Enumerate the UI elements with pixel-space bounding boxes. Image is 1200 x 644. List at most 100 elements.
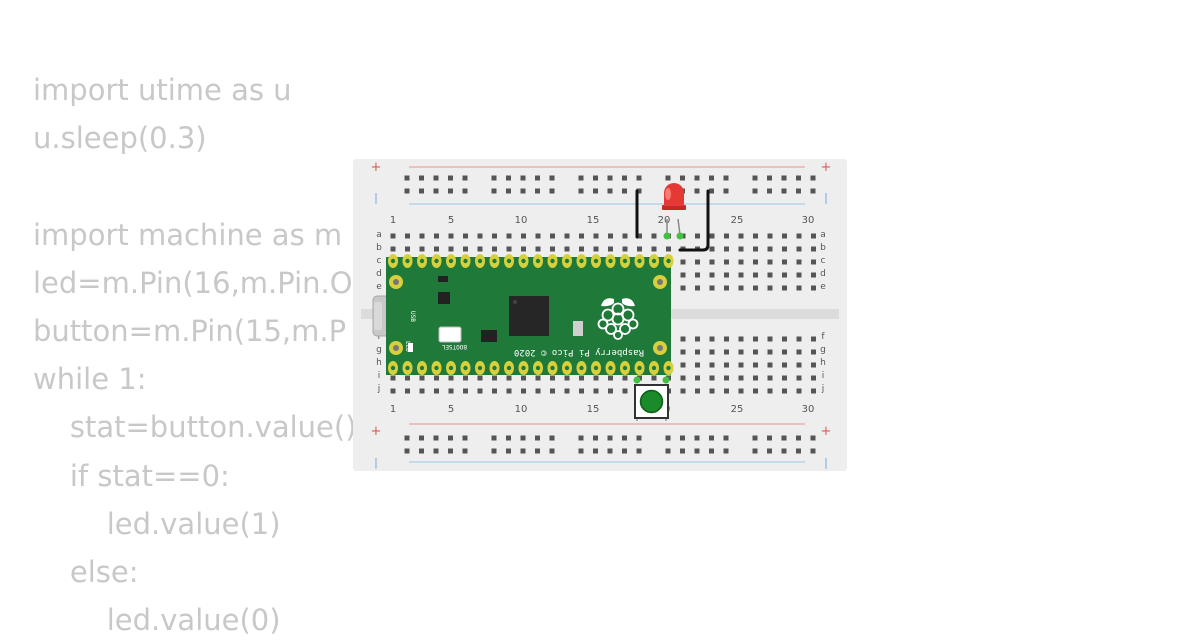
breadboard-hole[interactable] [695, 285, 700, 291]
breadboard-hole[interactable] [753, 375, 758, 381]
breadboard-hole[interactable] [593, 246, 599, 252]
breadboard-hole[interactable] [506, 448, 511, 454]
breadboard-hole[interactable] [463, 246, 468, 252]
breadboard-hole[interactable] [550, 375, 555, 381]
breadboard-hole[interactable] [796, 388, 802, 394]
breadboard-hole[interactable] [448, 175, 453, 181]
breadboard-hole[interactable] [419, 448, 424, 454]
breadboard-hole[interactable] [695, 233, 700, 239]
breadboard-hole[interactable] [782, 362, 787, 368]
breadboard-hole[interactable] [564, 388, 570, 394]
breadboard-hole[interactable] [782, 285, 787, 291]
breadboard-hole[interactable] [651, 246, 657, 252]
breadboard-hole[interactable] [782, 349, 787, 355]
breadboard-hole[interactable] [622, 388, 628, 394]
breadboard-hole[interactable] [535, 448, 540, 454]
breadboard-hole[interactable] [434, 375, 439, 381]
breadboard-hole[interactable] [680, 259, 686, 265]
breadboard-hole[interactable] [724, 388, 729, 394]
breadboard-hole[interactable] [738, 272, 744, 278]
breadboard-hole[interactable] [535, 175, 540, 181]
breadboard-hole[interactable] [448, 233, 454, 239]
breadboard-hole[interactable] [549, 435, 555, 441]
breadboard-hole[interactable] [405, 375, 410, 381]
breadboard-hole[interactable] [404, 435, 410, 441]
breadboard-hole[interactable] [593, 448, 598, 454]
breadboard-hole[interactable] [709, 349, 715, 355]
breadboard-hole[interactable] [709, 375, 715, 381]
breadboard-hole[interactable] [753, 259, 758, 265]
breadboard-hole[interactable] [810, 175, 816, 181]
breadboard-hole[interactable] [767, 233, 773, 239]
breadboard-hole[interactable] [622, 175, 627, 181]
breadboard-hole[interactable] [463, 233, 468, 239]
breadboard-hole[interactable] [680, 388, 686, 394]
breadboard-hole[interactable] [622, 246, 628, 252]
breadboard-hole[interactable] [694, 188, 700, 194]
breadboard-hole[interactable] [520, 188, 526, 194]
breadboard-hole[interactable] [651, 233, 657, 239]
breadboard-hole[interactable] [796, 448, 801, 454]
breadboard-hole[interactable] [680, 336, 686, 342]
red-led-icon[interactable] [662, 183, 686, 240]
breadboard-hole[interactable] [680, 175, 685, 181]
breadboard-hole[interactable] [521, 233, 526, 239]
breadboard-hole[interactable] [709, 362, 715, 368]
breadboard-hole[interactable] [724, 349, 729, 355]
breadboard-hole[interactable] [419, 188, 424, 194]
breadboard-hole[interactable] [767, 435, 772, 441]
breadboard-hole[interactable] [433, 188, 439, 194]
breadboard-hole[interactable] [405, 233, 410, 239]
breadboard-hole[interactable] [724, 336, 729, 342]
breadboard-hole[interactable] [636, 448, 642, 454]
breadboard-hole[interactable] [607, 435, 613, 441]
breadboard-hole[interactable] [448, 435, 453, 441]
breadboard-hole[interactable] [811, 336, 816, 342]
breadboard-hole[interactable] [723, 175, 729, 181]
breadboard-hole[interactable] [796, 435, 801, 441]
breadboard-hole[interactable] [535, 188, 540, 194]
breadboard-hole[interactable] [390, 246, 396, 252]
breadboard-hole[interactable] [506, 175, 511, 181]
breadboard-hole[interactable] [419, 435, 424, 441]
breadboard-hole[interactable] [724, 233, 729, 239]
breadboard-hole[interactable] [724, 246, 729, 252]
breadboard-hole[interactable] [405, 388, 410, 394]
breadboard-hole[interactable] [782, 246, 787, 252]
breadboard-hole[interactable] [419, 375, 425, 381]
breadboard-hole[interactable] [724, 285, 729, 291]
breadboard-hole[interactable] [796, 362, 802, 368]
breadboard-hole[interactable] [811, 362, 816, 368]
breadboard-hole[interactable] [709, 336, 715, 342]
breadboard-hole[interactable] [796, 233, 802, 239]
breadboard-hole[interactable] [738, 375, 744, 381]
breadboard-hole[interactable] [811, 375, 816, 381]
breadboard-hole[interactable] [695, 375, 700, 381]
breadboard-hole[interactable] [419, 246, 425, 252]
breadboard-hole[interactable] [564, 375, 570, 381]
breadboard-hole[interactable] [695, 259, 700, 265]
breadboard-hole[interactable] [753, 285, 758, 291]
breadboard-hole[interactable] [535, 388, 541, 394]
breadboard-hole[interactable] [767, 175, 772, 181]
breadboard-hole[interactable] [724, 272, 729, 278]
breadboard-hole[interactable] [811, 349, 816, 355]
breadboard-hole[interactable] [434, 233, 439, 239]
breadboard-hole[interactable] [782, 259, 787, 265]
breadboard-hole[interactable] [796, 175, 801, 181]
breadboard-hole[interactable] [549, 175, 555, 181]
breadboard-hole[interactable] [433, 435, 439, 441]
breadboard-hole[interactable] [724, 259, 729, 265]
breadboard-hole[interactable] [796, 272, 802, 278]
breadboard-hole[interactable] [695, 272, 700, 278]
bootsel-button[interactable] [438, 326, 462, 343]
breadboard-hole[interactable] [608, 233, 613, 239]
breadboard-hole[interactable] [767, 259, 773, 265]
breadboard-hole[interactable] [549, 188, 555, 194]
breadboard-hole[interactable] [782, 388, 787, 394]
breadboard-hole[interactable] [796, 259, 802, 265]
breadboard-hole[interactable] [738, 246, 744, 252]
breadboard-hole[interactable] [506, 375, 512, 381]
breadboard-hole[interactable] [491, 435, 497, 441]
breadboard-hole[interactable] [404, 175, 410, 181]
